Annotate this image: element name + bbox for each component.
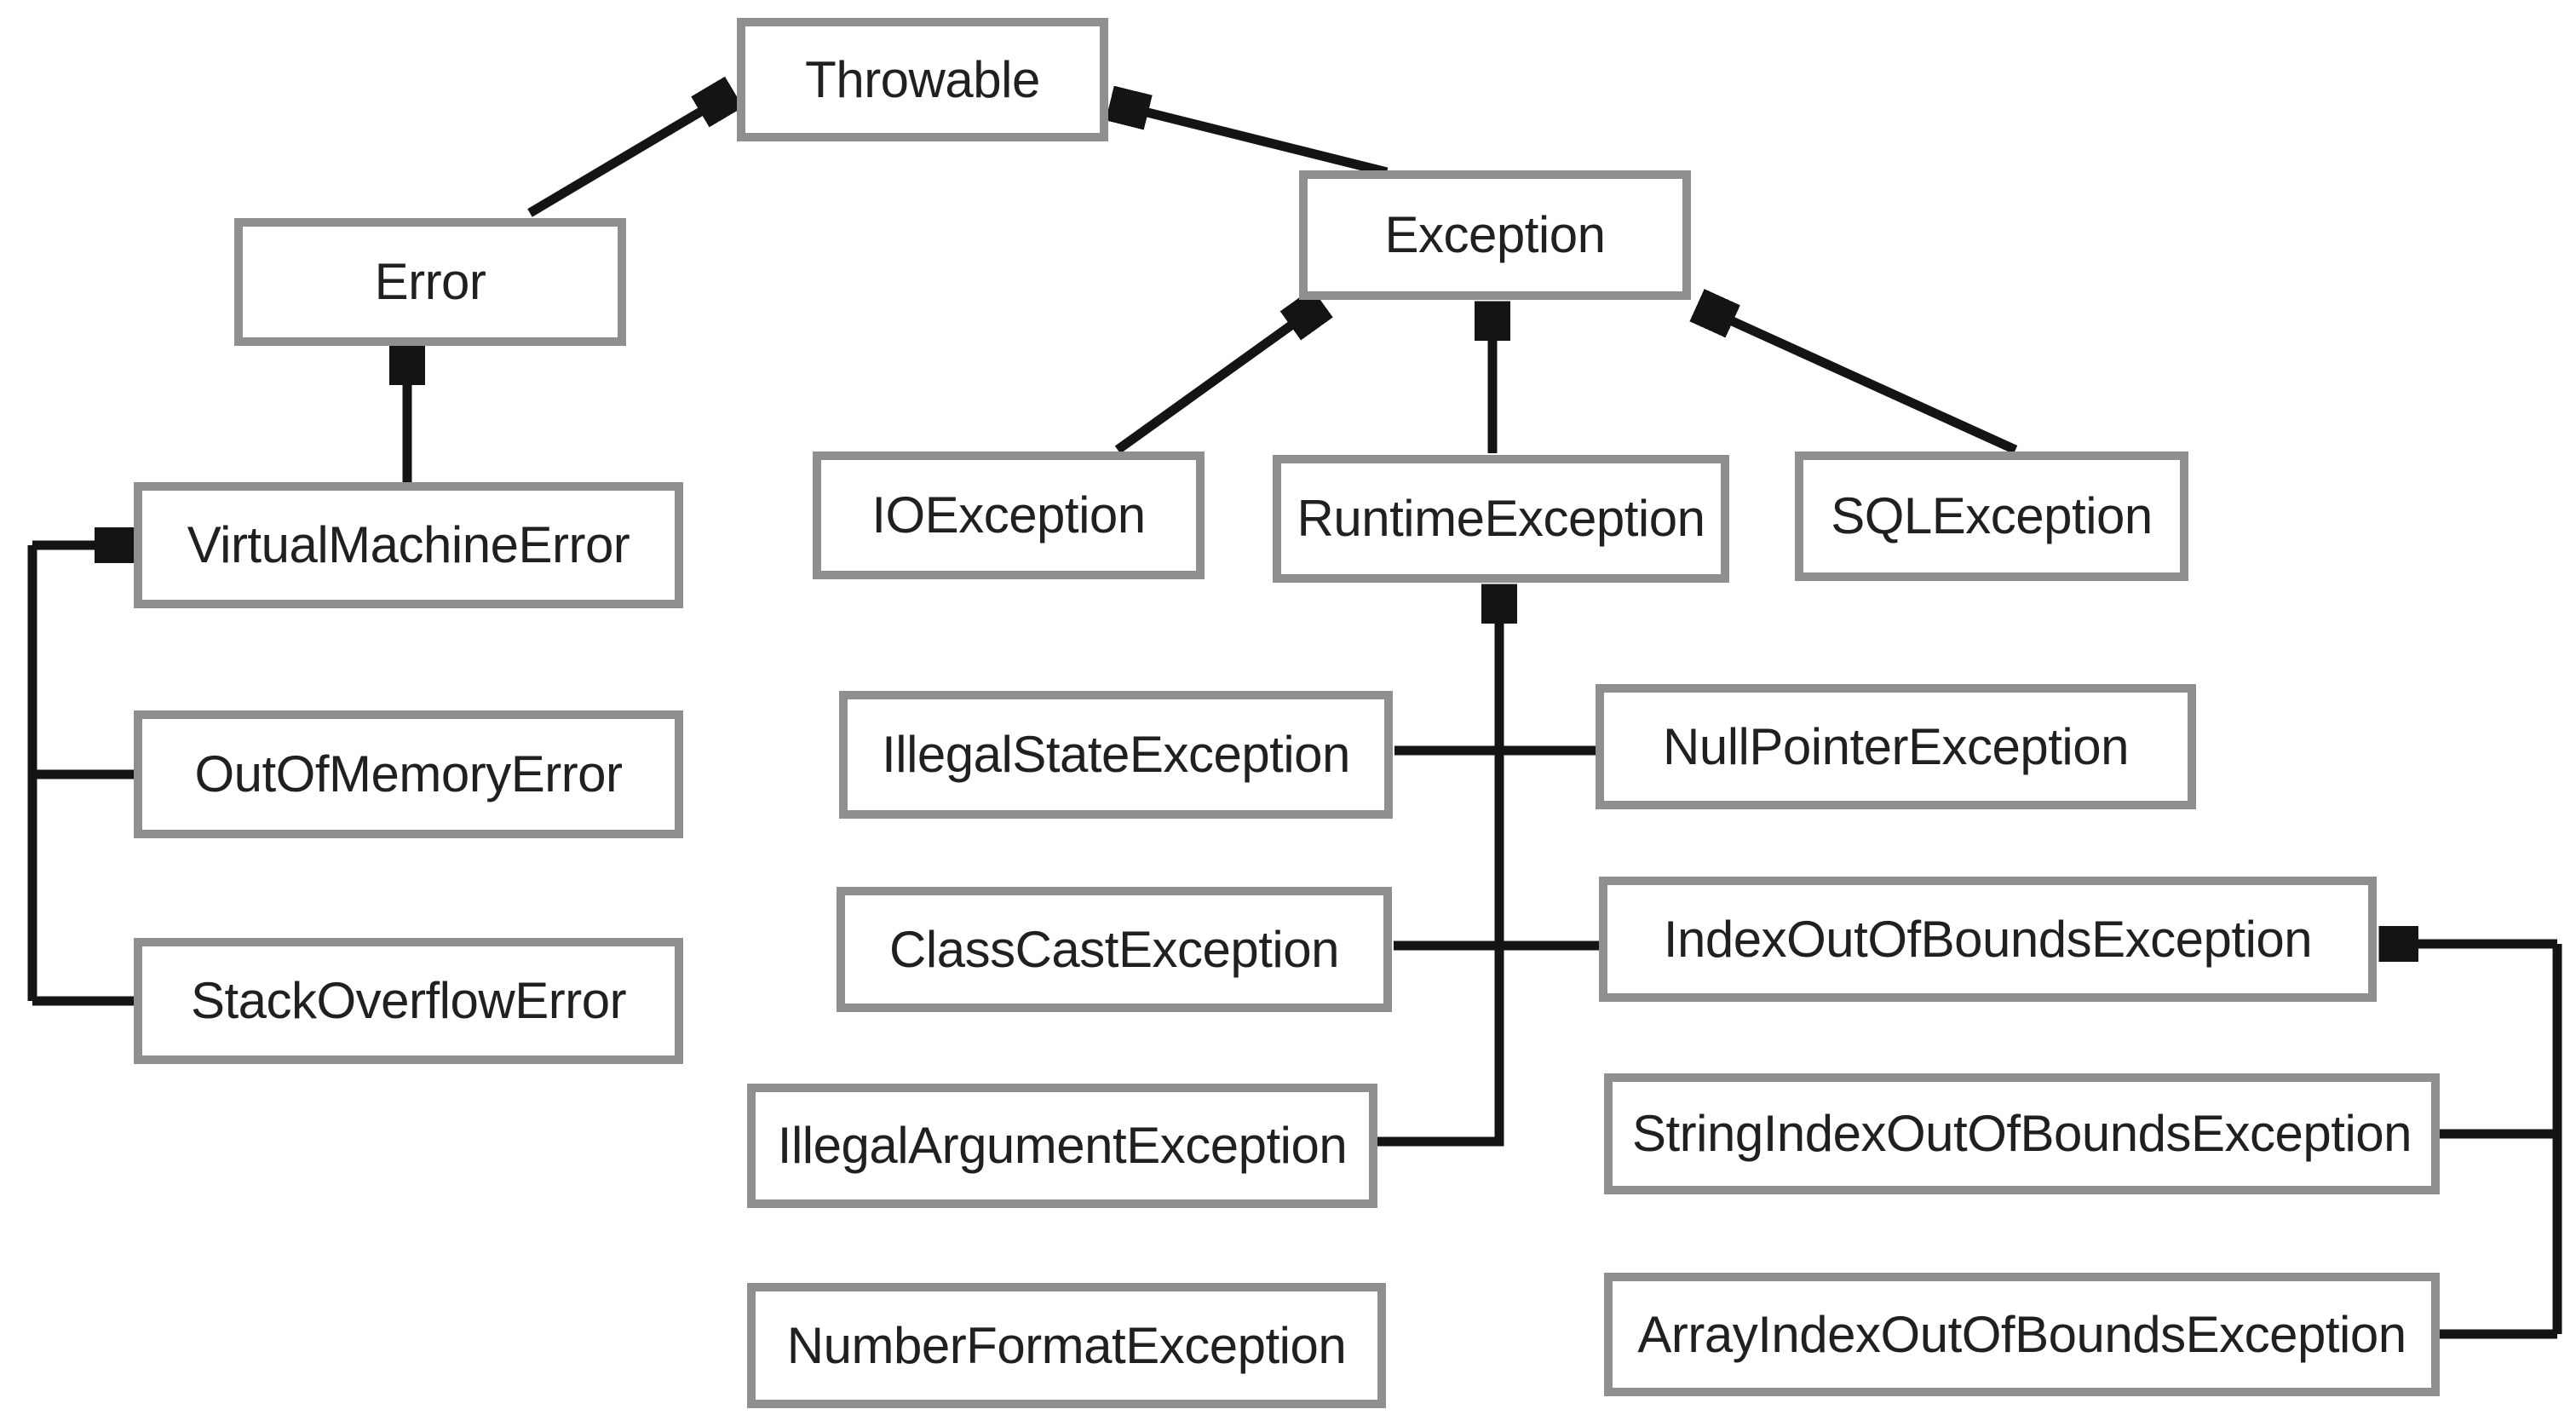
edge-ioexception-to-exception [1114,305,1320,454]
edge-exception-to-throwable [1113,104,1389,177]
edge-trunk-illegalargument-to-runtimeexception [1377,588,1499,1147]
edge-error-to-throwable [527,94,731,217]
node-label: ArrayIndexOutOfBoundsException [1637,1305,2406,1363]
node-label: IllegalArgumentException [777,1117,1348,1174]
node-string-index-out-of-bounds-exception: StringIndexOutOfBoundsException [1604,1073,2440,1194]
node-label: RuntimeException [1297,490,1705,547]
node-number-format-exception: NumberFormatException [747,1283,1386,1408]
node-class-cast-exception: ClassCastException [837,887,1392,1012]
node-label: VirtualMachineError [187,516,630,573]
node-label: SQLException [1831,487,2153,544]
node-label: IllegalStateException [882,726,1350,783]
node-label: NumberFormatException [786,1316,1347,1374]
node-virtual-machine-error: VirtualMachineError [134,482,683,608]
node-label: IOException [871,486,1146,544]
node-throwable: Throwable [737,18,1108,141]
node-label: Error [374,253,486,310]
node-label: StackOverflowError [190,972,627,1029]
node-stack-overflow-error: StackOverflowError [134,938,683,1064]
node-error: Error [234,218,626,346]
node-null-pointer-exception: NullPointerException [1596,684,2196,809]
node-io-exception: IOException [813,452,1205,579]
node-sql-exception: SQLException [1795,452,2188,581]
node-label: Throwable [805,50,1040,108]
node-index-out-of-bounds-exception: IndexOutOfBoundsException [1599,877,2377,1002]
node-exception: Exception [1299,170,1691,300]
node-label: Exception [1384,206,1607,263]
node-runtime-exception: RuntimeException [1273,455,1729,583]
node-array-index-out-of-bounds-exception: ArrayIndexOutOfBoundsException [1604,1273,2440,1396]
edge-sqlexception-to-exception [1700,307,2018,455]
node-label: NullPointerException [1663,717,2129,775]
node-illegal-state-exception: IllegalStateException [839,691,1393,819]
node-label: OutOfMemoryError [194,745,623,802]
node-label: StringIndexOutOfBoundsException [1631,1105,2412,1162]
node-label: ClassCastException [889,920,1339,978]
node-label: IndexOutOfBoundsException [1663,910,2313,968]
node-out-of-memory-error: OutOfMemoryError [134,710,683,838]
node-illegal-argument-exception: IllegalArgumentException [747,1084,1377,1208]
